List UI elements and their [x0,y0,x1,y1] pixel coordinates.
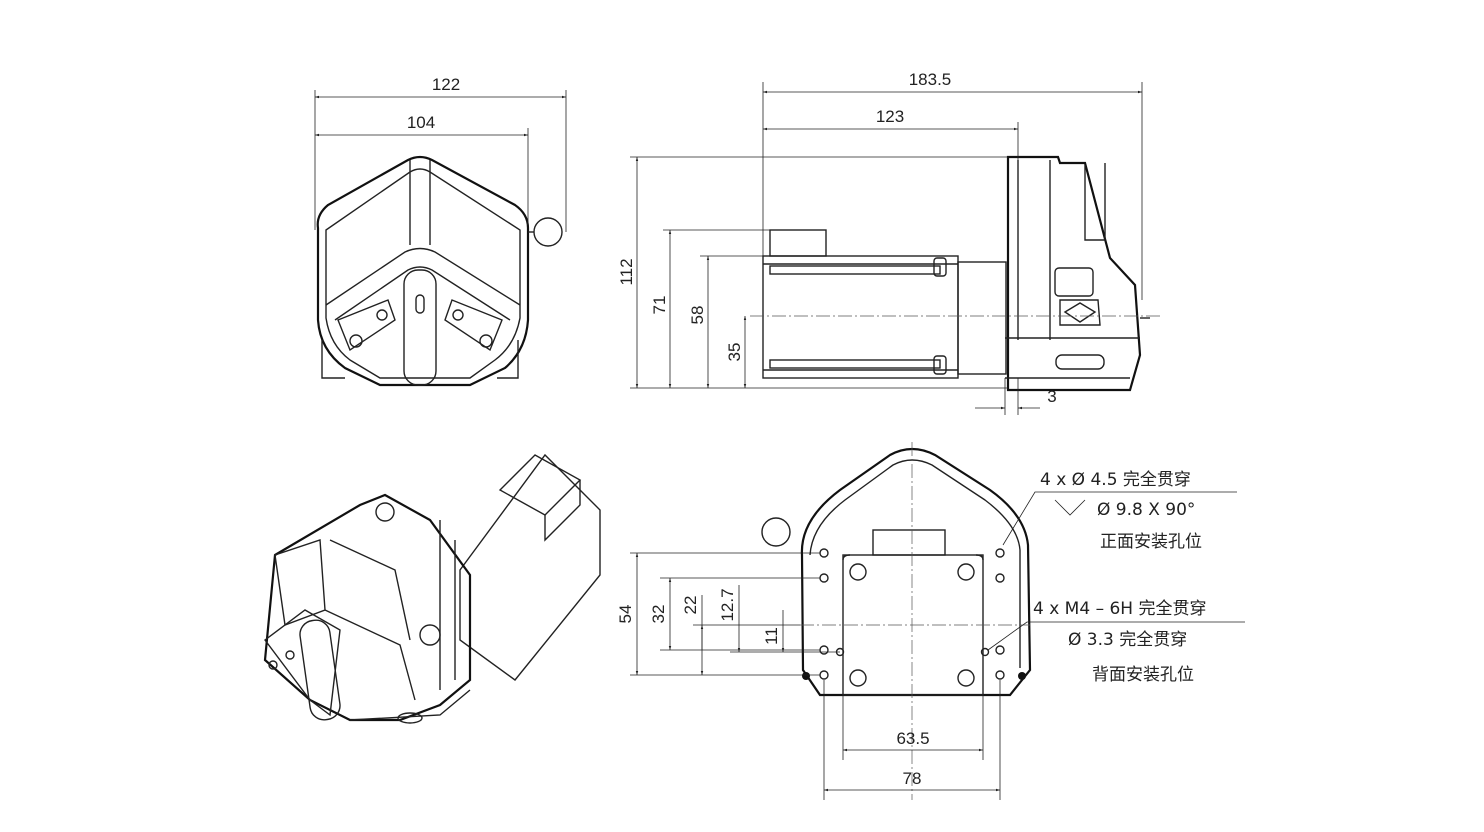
dim-58: 58 [688,306,707,325]
knob-icon [761,517,791,547]
knob-icon [533,217,563,247]
back-view: 63.5 78 54 32 22 12.7 11 4 x Ø 4.5 完全贯穿 … [616,442,1245,800]
front-holes-countersink: Ø 9.8 X 90° [1097,500,1195,520]
dim-32: 32 [649,605,668,624]
front-holes-label: 正面安装孔位 [1100,532,1202,552]
dim-78: 78 [903,769,922,788]
dim-104: 104 [407,113,435,132]
dim-22: 22 [681,596,700,615]
dim-11: 11 [762,627,781,645]
back-holes-through: Ø 3.3 完全贯穿 [1068,630,1187,650]
back-holes-spec: 4 x M4 – 6H 完全贯穿 [1033,599,1206,619]
dim-71: 71 [650,296,669,315]
dim-112: 112 [617,258,636,285]
dim-3: 3 [1047,387,1056,406]
dim-63-5: 63.5 [896,729,929,748]
dim-122: 122 [432,75,460,94]
front-view: 122 104 [314,75,567,387]
dim-35: 35 [725,343,744,362]
dim-54: 54 [616,605,635,624]
isometric-view [263,453,601,724]
dim-12-7: 12.7 [718,588,737,621]
dim-183-5: 183.5 [909,70,952,89]
back-holes-label: 背面安装孔位 [1092,665,1194,685]
side-view: 183.5 123 112 71 58 35 3 [617,70,1160,415]
dim-123: 123 [876,107,904,126]
front-holes-spec: 4 x Ø 4.5 完全贯穿 [1040,470,1191,490]
